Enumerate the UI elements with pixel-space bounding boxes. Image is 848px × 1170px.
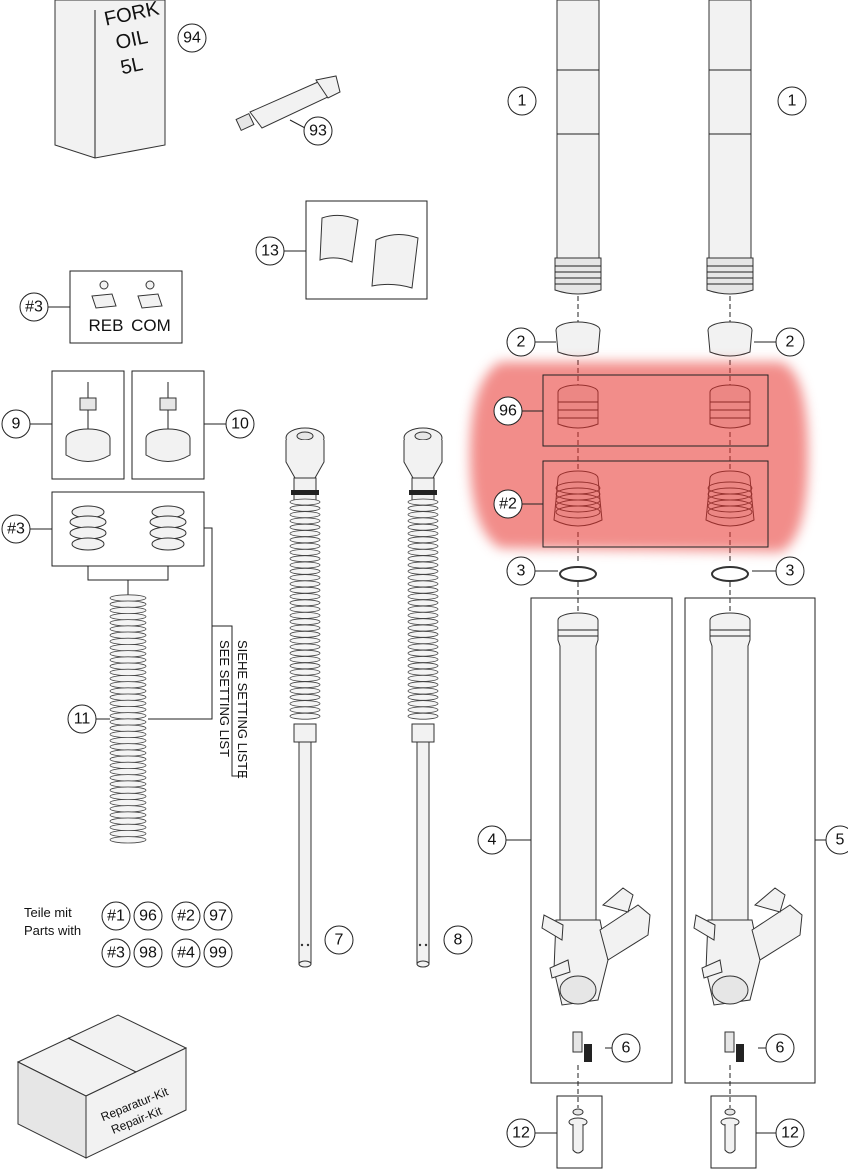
callout-1-right[interactable]: 1 xyxy=(777,86,807,116)
callout-12-right[interactable]: 12 xyxy=(756,1118,805,1148)
svg-text:6: 6 xyxy=(622,1040,631,1057)
legend-line1: Teile mit xyxy=(24,905,72,920)
callout-7[interactable]: 7 xyxy=(324,925,354,955)
svg-text:93: 93 xyxy=(309,123,327,140)
callout-6-right[interactable]: 6 xyxy=(758,1033,795,1063)
svg-text:5: 5 xyxy=(836,832,845,849)
svg-text:#3: #3 xyxy=(25,299,43,316)
highlight-region xyxy=(470,362,808,552)
box-lower-leg-right xyxy=(684,597,816,1084)
legend-item[interactable]: 96 xyxy=(133,901,163,931)
svg-text:96: 96 xyxy=(139,908,157,925)
svg-text:#2: #2 xyxy=(499,496,517,513)
legend-item[interactable]: #4 xyxy=(171,938,201,968)
grease-tube xyxy=(235,75,341,132)
svg-text:2: 2 xyxy=(517,334,526,351)
legend-item[interactable]: 98 xyxy=(133,938,163,968)
callout-4[interactable]: 4 xyxy=(477,825,531,855)
fork-oil-can: FORK OIL 5L xyxy=(54,0,166,159)
callout-3-right[interactable]: 3 xyxy=(752,556,805,586)
legend-item[interactable]: #3 xyxy=(101,938,131,968)
svg-text:97: 97 xyxy=(209,908,227,925)
clip-box xyxy=(305,200,428,300)
legend-item[interactable]: #1 xyxy=(101,901,131,931)
svg-text:98: 98 xyxy=(139,945,157,962)
callout-13[interactable]: 13 xyxy=(255,236,306,266)
svg-text:#4: #4 xyxy=(177,945,195,962)
svg-text:#2: #2 xyxy=(177,908,195,925)
callout-8[interactable]: 8 xyxy=(443,925,473,955)
reb-com-box: REB COM xyxy=(69,270,183,344)
svg-text:3: 3 xyxy=(517,563,526,580)
callout-11[interactable]: 11 xyxy=(67,704,110,734)
callout-93[interactable]: 93 xyxy=(289,116,333,146)
callout-5[interactable]: 5 xyxy=(815,825,848,855)
cartridge-7 xyxy=(285,427,325,968)
svg-text:3: 3 xyxy=(786,563,795,580)
shim-stack-box xyxy=(51,491,205,592)
box-axle-right xyxy=(710,1095,757,1169)
legend-item[interactable]: 97 xyxy=(203,901,233,931)
repair-kit-box: Reparatur-Kit Repair-Kit xyxy=(16,1014,188,1159)
svg-text:9: 9 xyxy=(12,416,21,433)
callout-6-left[interactable]: 6 xyxy=(605,1033,641,1063)
svg-text:#3: #3 xyxy=(7,521,25,538)
svg-text:1: 1 xyxy=(788,93,797,110)
fork-leg-left xyxy=(541,0,651,1154)
callout-94[interactable]: 94 xyxy=(177,23,207,53)
svg-text:#3: #3 xyxy=(107,945,125,962)
callout-12-left[interactable]: 12 xyxy=(506,1118,557,1148)
callout-2-left[interactable]: 2 xyxy=(506,327,556,357)
callout-hash3-top[interactable]: #3 xyxy=(19,292,70,322)
callout-hash2[interactable]: #2 xyxy=(493,489,543,519)
callout-96[interactable]: 96 xyxy=(493,396,543,426)
parts-legend: Teile mit Parts with #1 96 #2 97 #3 98 #… xyxy=(24,901,233,968)
legend-item[interactable]: #2 xyxy=(171,901,201,931)
svg-text:12: 12 xyxy=(781,1125,799,1142)
svg-text:7: 7 xyxy=(335,932,344,949)
callout-10[interactable]: 10 xyxy=(204,409,255,439)
svg-text:11: 11 xyxy=(74,711,91,728)
main-spring xyxy=(109,592,147,844)
callout-2-right[interactable]: 2 xyxy=(754,327,805,357)
oil-label-line3: 5L xyxy=(119,53,145,79)
svg-text:1: 1 xyxy=(518,93,527,110)
shim-stack-right xyxy=(149,505,187,551)
svg-text:10: 10 xyxy=(231,416,249,433)
cartridge-head-10 xyxy=(131,370,205,480)
callout-1-left[interactable]: 1 xyxy=(507,86,537,116)
svg-text:4: 4 xyxy=(488,832,497,849)
svg-text:13: 13 xyxy=(261,243,279,260)
cartridge-head-9 xyxy=(51,370,125,480)
svg-text:12: 12 xyxy=(512,1125,530,1142)
legend-item[interactable]: 99 xyxy=(203,938,233,968)
reb-label: REB xyxy=(89,316,124,335)
callout-hash3-lower[interactable]: #3 xyxy=(1,514,52,544)
svg-text:6: 6 xyxy=(776,1040,785,1057)
svg-text:8: 8 xyxy=(454,932,463,949)
cartridge-8 xyxy=(403,427,443,968)
callout-9[interactable]: 9 xyxy=(1,409,52,439)
setting-list-de: SIEHE SETTING LISTE xyxy=(235,640,250,779)
callout-3-left[interactable]: 3 xyxy=(506,556,558,586)
svg-text:96: 96 xyxy=(499,403,517,420)
svg-text:94: 94 xyxy=(183,30,201,47)
setting-list-en: SEE SETTING LIST xyxy=(217,640,232,757)
svg-text:#1: #1 xyxy=(107,908,125,925)
legend-line2: Parts with xyxy=(24,923,81,938)
svg-text:2: 2 xyxy=(786,334,795,351)
shim-stack-left xyxy=(69,505,107,551)
svg-text:99: 99 xyxy=(209,945,227,962)
box-axle-left xyxy=(556,1095,603,1169)
box-lower-leg-left xyxy=(530,597,673,1084)
com-label: COM xyxy=(131,316,171,335)
